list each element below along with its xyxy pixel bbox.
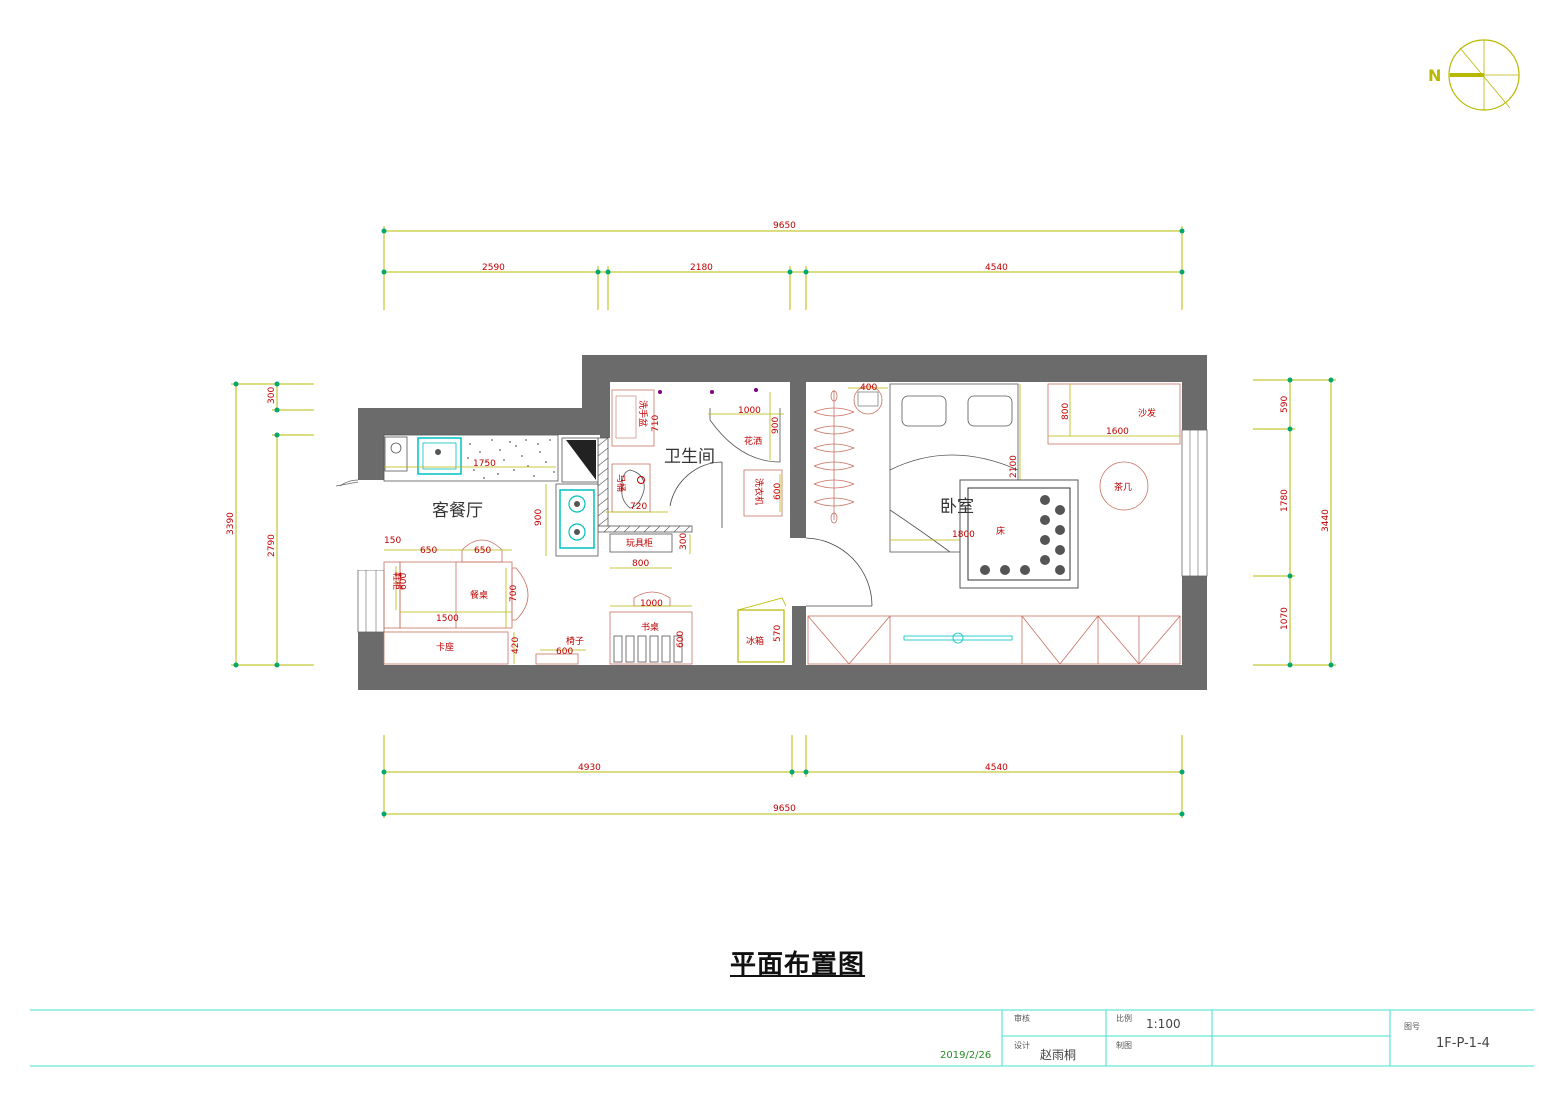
title-block-frame — [30, 1009, 1534, 1067]
dim-fridge-570: 570 — [773, 625, 783, 642]
title-block-scale-value: 1:100 — [1146, 1017, 1181, 1031]
dim-bottom-total: 9650 — [773, 804, 796, 814]
dim-left-inner-2: 2790 — [267, 534, 277, 557]
dim-bed-400: 400 — [860, 383, 877, 393]
tv-cabinet — [807, 615, 1181, 665]
dim-chair-600: 600 — [556, 647, 573, 657]
desk — [609, 591, 693, 665]
dim-bed-2100: 2100 — [1009, 455, 1019, 478]
dim-shower-900: 900 — [771, 417, 781, 434]
dim-toilet-720: 720 — [630, 502, 647, 512]
dim-bottom-seg-2: 4540 — [985, 763, 1008, 773]
dining-area — [383, 539, 579, 665]
dim-top-seg-3: 4540 — [985, 263, 1008, 273]
bathroom-fixtures — [606, 388, 784, 528]
title-block-draft-label: 制图 — [1116, 1041, 1132, 1050]
fridge — [737, 597, 787, 663]
shower-label: 花洒 — [744, 435, 762, 447]
dim-table-700: 700 — [509, 585, 519, 602]
booth-seat-label: 卡座 — [436, 641, 454, 653]
dim-toy-800: 800 — [632, 559, 649, 569]
title-block-design-label: 设计 — [1014, 1041, 1030, 1050]
tea-table — [1099, 461, 1149, 511]
toy-cabinet — [609, 533, 691, 569]
dim-wm-600: 600 — [773, 483, 783, 500]
dim-basin-710: 710 — [651, 415, 661, 432]
dim-bottom-seg-1: 4930 — [578, 763, 601, 773]
dim-sofa-1600: 1600 — [1106, 427, 1129, 437]
toilet-label: 马桶 — [615, 474, 627, 492]
dim-desk-600: 600 — [676, 631, 686, 648]
drawing-title: 平面布置图 — [730, 950, 866, 980]
title-block-designer: 赵雨桐 — [1040, 1048, 1077, 1062]
compass: N — [1428, 39, 1520, 111]
title-block-review-label: 审核 — [1014, 1014, 1030, 1023]
dim-left-inner-1: 300 — [267, 387, 277, 404]
dim-sofa-800: 800 — [1061, 403, 1071, 420]
dim-top-seg-2: 2180 — [690, 263, 713, 273]
title-block-sheet-label: 图号 — [1404, 1022, 1420, 1031]
sofa — [1047, 383, 1181, 445]
left-dimension-lines — [231, 383, 314, 666]
bottom-dimension-lines — [383, 735, 1183, 818]
bedroom-door — [805, 537, 873, 607]
dim-right-seg-2: 1780 — [1280, 489, 1290, 512]
dim-toy-300: 300 — [679, 533, 689, 550]
room-label-bedroom: 卧室 — [940, 497, 974, 517]
room-label-living-dining: 客餐厅 — [432, 501, 483, 521]
dim-seat-420: 420 — [511, 637, 521, 654]
dim-bed-1800: 1800 — [952, 530, 975, 540]
dim-150: 150 — [384, 536, 401, 546]
counter-dim: 1750 — [473, 459, 496, 469]
desk-label: 书桌 — [641, 621, 659, 633]
fridge-label: 冰箱 — [746, 635, 764, 647]
sofa-label: 沙发 — [1138, 407, 1156, 419]
washbasin-label: 洗手盆 — [637, 400, 649, 427]
north-label: N — [1428, 66, 1441, 85]
stove — [545, 483, 599, 557]
dim-650-a: 650 — [420, 546, 437, 556]
title-block-scale-label: 比例 — [1116, 1014, 1132, 1023]
washing-machine-label: 洗衣机 — [753, 478, 765, 505]
dim-650-b: 650 — [474, 546, 491, 556]
dim-top-total: 9650 — [773, 221, 796, 231]
dim-left-outer: 3390 — [226, 512, 236, 535]
dim-top-seg-1: 2590 — [482, 263, 505, 273]
rug — [959, 479, 1079, 589]
chair-label: 椅子 — [566, 635, 584, 647]
dim-table-1500: 1500 — [436, 614, 459, 624]
dim-right-seg-1: 590 — [1280, 396, 1290, 413]
dim-desk-1000: 1000 — [640, 599, 663, 609]
kitchen-counter — [383, 434, 599, 483]
bed-label: 床 — [996, 525, 1005, 537]
tea-table-label: 茶几 — [1114, 481, 1132, 493]
shoe-cabinet-label: 鞋柜 — [391, 572, 403, 590]
title-block-date: 2019/2/26 — [940, 1050, 992, 1061]
wardrobe-rail — [813, 390, 855, 524]
dim-shower-1000: 1000 — [738, 406, 761, 416]
stove-dim: 900 — [534, 509, 544, 526]
dim-right-seg-3: 1070 — [1280, 607, 1290, 630]
dim-right-outer: 3440 — [1321, 509, 1331, 532]
nightstand — [848, 385, 888, 415]
dim-shoe-600: 600 — [399, 573, 409, 590]
top-dimension-lines — [383, 226, 1183, 310]
walls — [335, 355, 1208, 690]
dining-table-label: 餐桌 — [470, 589, 488, 601]
title-block-sheet-no: 1F-P-1-4 — [1436, 1036, 1490, 1051]
room-label-bathroom: 卫生间 — [664, 447, 715, 467]
toy-cabinet-label: 玩具柜 — [626, 537, 653, 549]
